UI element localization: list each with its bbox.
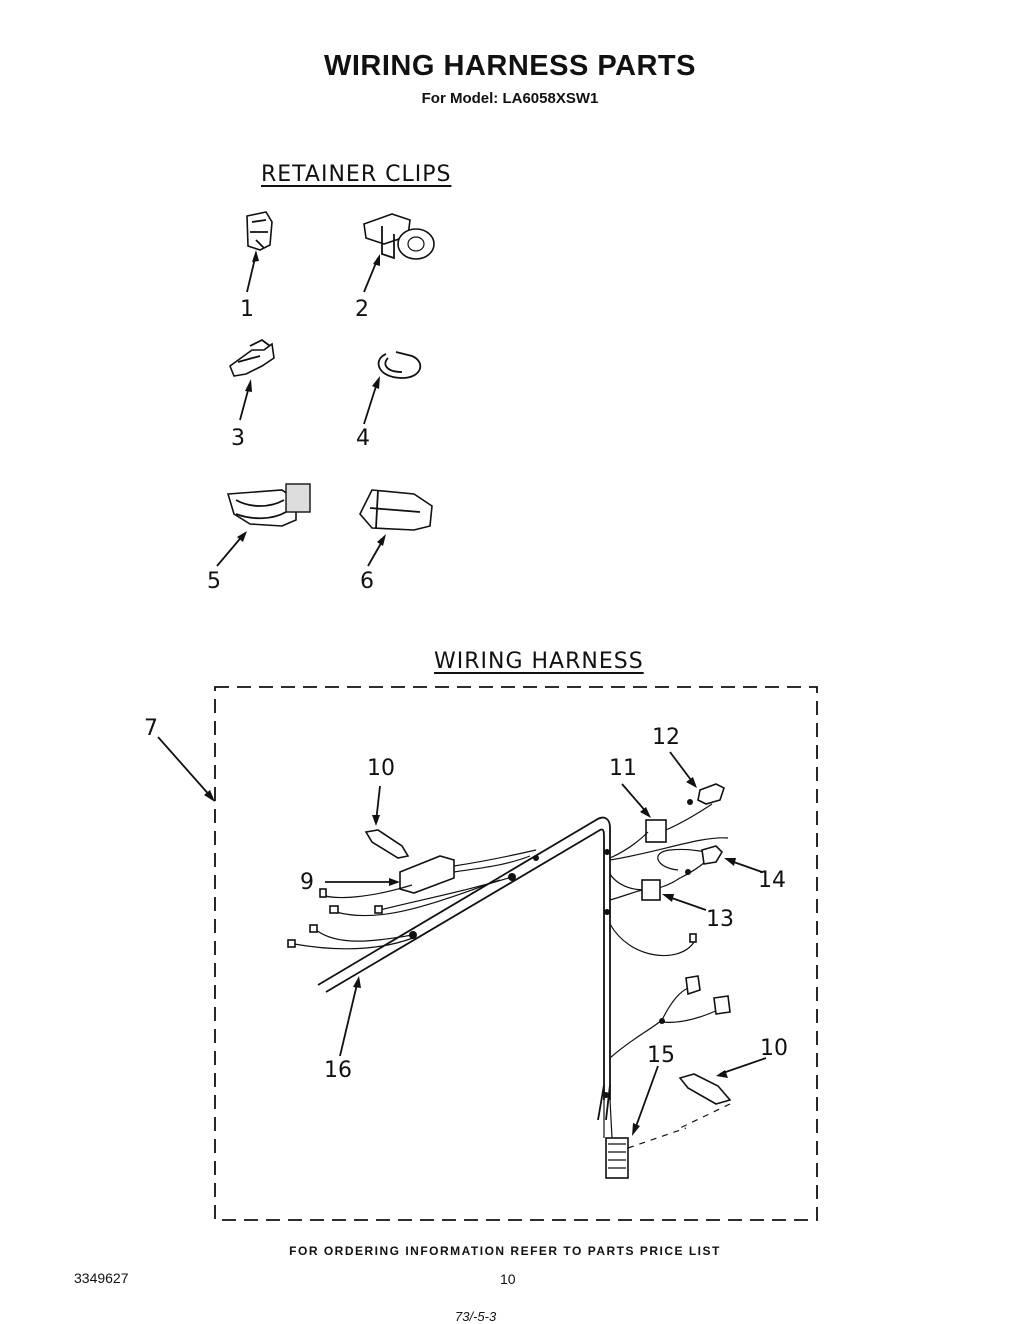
callout-14: 14	[758, 868, 786, 893]
harness-frame	[214, 686, 818, 1221]
clip-label-6: 6	[360, 569, 374, 594]
clip-1-illustration	[246, 211, 273, 251]
callout-15: 15	[647, 1043, 675, 1068]
clip-5-illustration	[226, 483, 311, 527]
connector-15	[603, 1099, 687, 1179]
terminal-10-upper	[364, 829, 410, 859]
harness-trunk	[317, 816, 611, 1121]
page-title: WIRING HARNESS PARTS	[324, 50, 696, 82]
callout-11: 11	[609, 756, 637, 781]
clip-label-1: 1	[240, 297, 254, 322]
lower-connectors	[609, 975, 731, 1059]
terminal-14	[609, 845, 724, 891]
callout-10b-arrow	[719, 1057, 767, 1075]
clip-5-arrow	[216, 533, 245, 567]
document-number: 3349627	[74, 1270, 129, 1286]
clip-3-illustration	[229, 338, 275, 377]
connector-9	[287, 849, 537, 950]
callout-7: 7	[144, 716, 158, 741]
callout-12: 12	[652, 725, 680, 750]
callout-12-arrow	[669, 751, 695, 785]
clip-label-3: 3	[231, 426, 245, 451]
callout-16-arrow	[339, 979, 359, 1057]
retainer-clips-heading: RETAINER CLIPS	[261, 162, 452, 187]
terminal-12	[687, 783, 725, 805]
handwritten-note: 73/-5-3	[455, 1309, 497, 1324]
clip-label-2: 2	[355, 297, 369, 322]
callout-16: 16	[324, 1058, 352, 1083]
page-number: 10	[500, 1271, 516, 1287]
callout-13: 13	[706, 907, 734, 932]
wiring-harness-heading: WIRING HARNESS	[434, 649, 644, 674]
callout-15-arrow	[633, 1065, 659, 1133]
callout-9: 9	[300, 870, 314, 895]
connector-11	[609, 803, 729, 861]
callout-7-arrow	[157, 736, 213, 799]
clip-label-4: 4	[356, 426, 370, 451]
clip-label-5: 5	[207, 569, 221, 594]
model-subtitle: For Model: LA6058XSW1	[421, 90, 599, 107]
connector-13	[609, 879, 697, 956]
callout-10-lower: 10	[760, 1036, 788, 1061]
ordering-note: FOR ORDERING INFORMATION REFER TO PARTS …	[289, 1244, 721, 1258]
clip-2-illustration	[363, 213, 435, 260]
terminal-10-lower	[678, 1073, 732, 1129]
clip-6-illustration	[359, 489, 433, 531]
callout-10-upper: 10	[367, 756, 395, 781]
clip-4-illustration	[377, 351, 422, 379]
